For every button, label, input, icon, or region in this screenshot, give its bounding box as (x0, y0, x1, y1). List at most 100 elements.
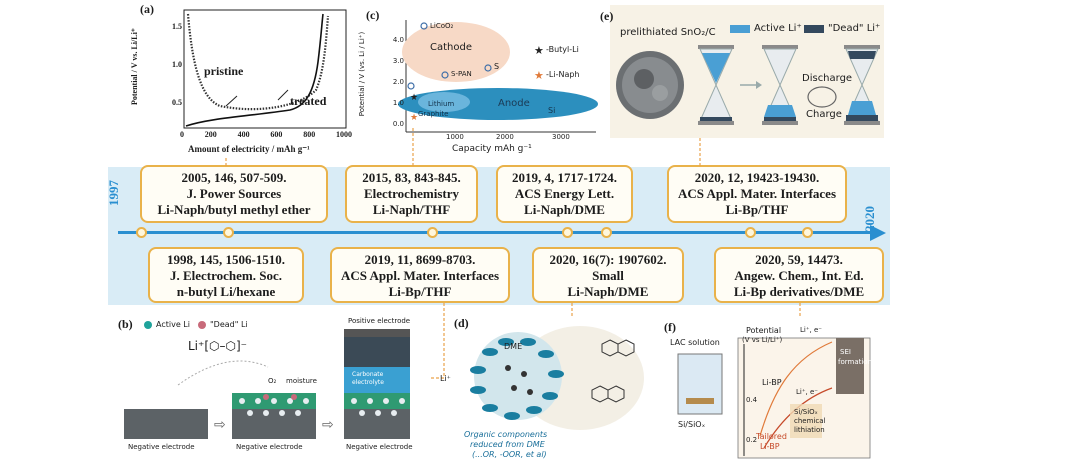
annotation-treated: treated (290, 94, 327, 108)
timeline-arrowhead (870, 225, 886, 241)
panel-b: (b) ⇨ ⇨ Active Li "Dead" Li Li⁺[⬡–⬡]⁻ O₂… (118, 313, 426, 460)
timeline-node (745, 227, 756, 238)
panel-a: (a) pristine treated 1.5 1.0 0.5 0 200 4… (130, 2, 355, 162)
ytick: 3.0 (392, 57, 404, 65)
svg-text:★: ★ (534, 69, 544, 82)
entry-citation: 2019, 11, 8699-8703. (364, 252, 476, 267)
anode-text: Anode (498, 98, 530, 109)
caption-line: (...OR, -OOR, et al) (472, 450, 547, 459)
panel-e-label: (e) (600, 9, 614, 23)
negative-electrode-text: Negative electrode (128, 443, 195, 451)
potential-text: Potential (746, 326, 782, 335)
entry-system: Li-Naph/DME (524, 202, 605, 217)
panel-d: (d) DME Li⁺ Organic components reduced f… (430, 312, 652, 460)
panel-c-yticks: 4.0 3.0 2.0 1.0 0.0 (386, 30, 404, 135)
panel-c: (c) ★ ★ ★ ★ Cathode Anode LiCoO₂ S S-PAN… (358, 2, 602, 160)
legend-active: Active Li⁺ (754, 23, 802, 34)
positive-electrode-text: Positive electrode (348, 317, 411, 325)
s-text: S (494, 62, 500, 71)
sisio-text: Si/SiOₓ (678, 420, 706, 429)
entry-system: Li-Bp derivatives/DME (733, 284, 865, 299)
panel-a-chart (183, 9, 347, 129)
timeline-entry: 1998, 145, 1506-1510. J. Electrochem. So… (148, 247, 304, 303)
entry-citation: 2019, 4, 1717-1724. (511, 170, 618, 185)
legend-active-li: Active Li (156, 320, 190, 329)
caption-line: reduced from DME (470, 440, 545, 449)
ytick: 0.4 (746, 396, 758, 404)
li-biphenyl-formula: Li⁺[⬡–⬡]⁻ (188, 339, 248, 353)
xtick: 2000 (496, 133, 514, 141)
timeline-axis (118, 231, 880, 234)
timeline-node (427, 227, 438, 238)
ytick: 0.2 (746, 436, 758, 444)
entry-journal: J. Electrochem. Soc. (169, 268, 283, 283)
xtick: 200 (204, 130, 217, 139)
entry-journal: ACS Appl. Mater. Interfaces (677, 186, 837, 201)
timeline-entry: 2005, 146, 507-509. J. Power Sources Li-… (140, 165, 328, 223)
tailored-text: Tailored (756, 432, 787, 441)
panel-b-art: ⇨ ⇨ (124, 321, 410, 439)
xtick: 800 (303, 130, 316, 139)
lithium-text: Lithium (428, 100, 455, 108)
panel-c-label: (c) (366, 8, 380, 22)
panel-b-label: (b) (118, 317, 133, 331)
entry-citation: 2020, 59, 14473. (755, 252, 843, 267)
panel-c-xlabel: Capacity mAh g⁻¹ (452, 144, 532, 154)
entry-citation: 2020, 16(7): 1907602. (549, 252, 667, 267)
graphite-text: Graphite (418, 110, 449, 118)
xtick: 1000 (446, 133, 464, 141)
entry-journal: J. Power Sources (186, 186, 282, 201)
li-ion-text: Li⁺ (440, 374, 451, 383)
tailored-libp-text: Li-BP (760, 442, 780, 451)
entry-journal: ACS Energy Lett. (514, 186, 615, 201)
panel-f-label: (f) (664, 320, 676, 334)
timeline-entry: 2020, 12, 19423-19430. ACS Appl. Mater. … (667, 165, 847, 223)
xtick: 3000 (552, 133, 570, 141)
dme-text: DME (504, 342, 523, 351)
timeline-node (223, 227, 234, 238)
lac-solution-text: LAC solution (670, 338, 720, 347)
xtick: 600 (270, 130, 283, 139)
panel-e: (e) prelithiated SnO₂/C (600, 5, 884, 138)
panel-a-xlabel: Amount of electricity / mAh g⁻¹ (188, 144, 310, 154)
panel-e-title: prelithiated SnO₂/C (620, 27, 716, 38)
licoo2-text: LiCoO₂ (430, 22, 454, 30)
timeline-node (802, 227, 813, 238)
negative-electrode-text: Negative electrode (236, 443, 303, 451)
svg-text:★: ★ (410, 93, 418, 103)
o2-text: O₂ (268, 377, 277, 385)
panel-a-label: (a) (140, 2, 154, 16)
entry-system: Li-Naph/THF (372, 202, 451, 217)
sei-text: SEI (840, 348, 851, 356)
svg-text:★: ★ (410, 113, 418, 123)
caption-line: Organic components (464, 430, 548, 439)
legend-dead: "Dead" Li⁺ (828, 23, 881, 34)
entry-journal: Electrochemistry (363, 186, 460, 201)
entry-journal: ACS Appl. Mater. Interfaces (340, 268, 500, 283)
entry-system: Li-Bp/THF (725, 202, 789, 217)
li-e-text: Li⁺, e⁻ (796, 388, 818, 396)
ytick: 2.0 (392, 78, 404, 86)
si-text: Si (548, 106, 556, 115)
svg-text:⇨: ⇨ (214, 417, 226, 433)
timeline-entry: 2020, 59, 14473. Angew. Chem., Int. Ed. … (714, 247, 884, 303)
negative-electrode-text: Negative electrode (346, 443, 413, 451)
ytick: 1.5 (172, 22, 182, 31)
entry-citation: 2005, 146, 507-509. (181, 170, 287, 185)
panel-a-xticks: 0 200 400 600 800 1000 (180, 130, 352, 139)
legend-naph: -Li-Naph (546, 70, 580, 79)
panel-f: (f) LAC solution Si/SiOₓ Potential (V vs… (664, 318, 876, 460)
xtick: 400 (237, 130, 250, 139)
entry-system: Li-Naph/DME (567, 284, 649, 299)
xtick: 0 (180, 130, 184, 139)
panel-d-label: (d) (454, 316, 469, 330)
timeline-entry: 2019, 11, 8699-8703. ACS Appl. Mater. In… (330, 247, 510, 303)
svg-text:⇨: ⇨ (322, 417, 334, 433)
li-bp-text: Li-BP (762, 378, 782, 387)
legend-butyl: -Butyl-Li (546, 45, 579, 54)
vs-text: (V vs Li/Li⁺) (742, 336, 783, 344)
sei-formation-text: formation (838, 358, 873, 366)
svg-text:★: ★ (534, 44, 544, 57)
timeline-node (601, 227, 612, 238)
discharge-text: Discharge (802, 73, 853, 84)
